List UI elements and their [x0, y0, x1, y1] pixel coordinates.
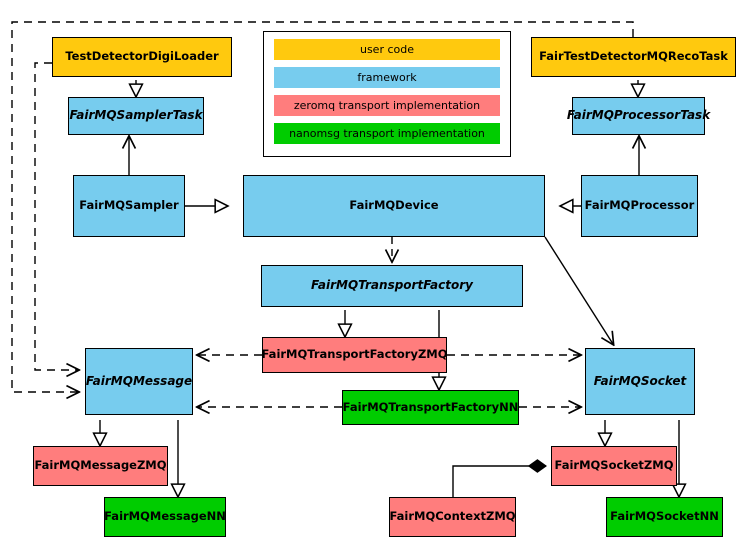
- class-node-FairTestDetectorMQRecoTask[interactable]: FairTestDetectorMQRecoTask: [531, 37, 736, 77]
- class-node-FairMQSampler[interactable]: FairMQSampler: [73, 175, 185, 237]
- class-node-label: FairMQSocket: [593, 373, 687, 388]
- class-node-label: FairMQProcessor: [584, 198, 695, 213]
- class-node-FairMQSocketZMQ[interactable]: FairMQSocketZMQ: [551, 446, 677, 486]
- class-node-FairMQMessage[interactable]: FairMQMessage: [85, 348, 193, 415]
- legend: user code framework zeromq transport imp…: [263, 31, 511, 157]
- class-node-FairMQMessageZMQ[interactable]: FairMQMessageZMQ: [33, 446, 168, 486]
- class-node-label: FairMQContextZMQ: [389, 509, 516, 524]
- class-node-label: FairMQSamplerTask: [69, 108, 203, 123]
- legend-item-nanomsg: nanomsg transport implementation: [274, 123, 500, 144]
- edge-recotask-to-message: [11, 21, 634, 392]
- class-node-FairMQMessageNN[interactable]: FairMQMessageNN: [104, 497, 226, 537]
- class-node-label: FairTestDetectorMQRecoTask: [539, 49, 728, 64]
- class-node-FairMQTransportFactory[interactable]: FairMQTransportFactory: [261, 265, 523, 307]
- legend-item-framework: framework: [274, 67, 500, 88]
- legend-item-user-code: user code: [274, 39, 500, 60]
- class-node-label: FairMQTransportFactoryZMQ: [261, 347, 448, 362]
- class-node-FairMQTransportFactoryZMQ[interactable]: FairMQTransportFactoryZMQ: [262, 337, 448, 373]
- class-node-FairMQProcessorTask[interactable]: FairMQProcessorTask: [567, 97, 710, 135]
- class-node-label: FairMQMessageNN: [104, 509, 226, 524]
- class-node-label: FairMQDevice: [349, 198, 439, 213]
- class-node-label: FairMQMessage: [85, 373, 193, 388]
- class-node-FairMQContextZMQ[interactable]: FairMQContextZMQ: [389, 497, 516, 537]
- legend-label-zeromq: zeromq transport implementation: [293, 99, 481, 112]
- class-node-FairMQSocketNN[interactable]: FairMQSocketNN: [606, 497, 723, 537]
- class-node-FairMQDevice[interactable]: FairMQDevice: [243, 175, 545, 237]
- legend-label-nanomsg: nanomsg transport implementation: [289, 127, 485, 140]
- class-node-FairMQTransportFactoryNN[interactable]: FairMQTransportFactoryNN: [342, 390, 519, 425]
- class-node-FairMQSocket[interactable]: FairMQSocket: [585, 348, 695, 415]
- legend-item-zeromq: zeromq transport implementation: [274, 95, 500, 116]
- class-node-FairMQSamplerTask[interactable]: FairMQSamplerTask: [68, 97, 204, 135]
- legend-label-framework: framework: [357, 71, 417, 84]
- class-node-label: FairMQMessageZMQ: [34, 458, 167, 473]
- edge-contextzmq-comp-socketzmq: [452, 459, 548, 497]
- class-node-label: FairMQSampler: [79, 198, 179, 213]
- class-node-label: TestDetectorDigiLoader: [65, 49, 219, 64]
- class-node-label: FairMQSocketNN: [610, 509, 719, 524]
- class-node-label: FairMQSocketZMQ: [554, 458, 674, 473]
- edge-device-assoc-socket: [544, 236, 613, 344]
- class-node-label: FairMQTransportFactory: [311, 278, 473, 293]
- class-node-FairMQProcessor[interactable]: FairMQProcessor: [581, 175, 698, 237]
- class-node-label: FairMQProcessorTask: [566, 108, 711, 123]
- class-node-label: FairMQTransportFactoryNN: [342, 399, 519, 414]
- edge-digiloader-to-message: [34, 62, 78, 370]
- legend-label-user-code: user code: [359, 43, 415, 56]
- class-node-TestDetectorDigiLoader[interactable]: TestDetectorDigiLoader: [52, 37, 232, 77]
